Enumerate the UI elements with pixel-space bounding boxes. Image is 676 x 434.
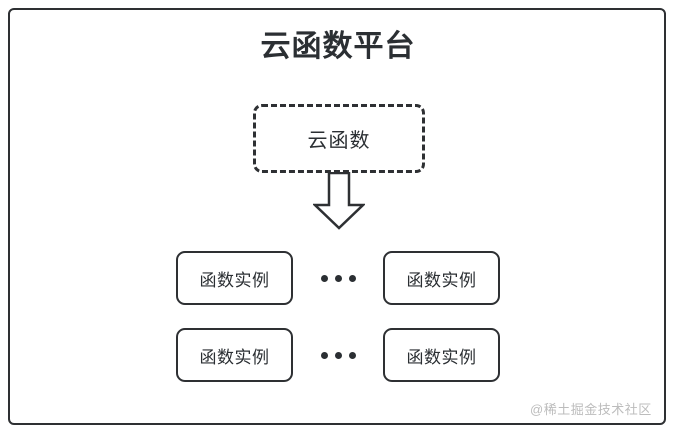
ellipsis-dot [334, 351, 342, 359]
function-instance-label: 函数实例 [406, 347, 477, 367]
ellipsis-dot [334, 274, 342, 282]
cloud-function-label: 云函数 [307, 130, 371, 152]
instance-row: 函数实例 函数实例 [176, 251, 500, 305]
ellipsis-dot [348, 351, 356, 359]
ellipsis-dot [320, 274, 328, 282]
function-instance-box: 函数实例 [176, 328, 293, 382]
page-title: 云函数平台 [260, 30, 416, 63]
ellipsis-dot [348, 274, 356, 282]
function-instance-box: 函数实例 [383, 251, 500, 305]
function-instance-box: 函数实例 [176, 251, 293, 305]
watermark: @稀土掘金技术社区 [530, 402, 652, 417]
ellipsis-icon [308, 328, 368, 382]
function-instance-label: 函数实例 [199, 270, 270, 290]
instance-row: 函数实例 函数实例 [176, 328, 500, 382]
function-instance-label: 函数实例 [199, 347, 270, 367]
cloud-function-node: 云函数 [253, 104, 425, 173]
ellipsis-dot [320, 351, 328, 359]
down-block-arrow-icon [311, 171, 367, 230]
function-instance-box: 函数实例 [383, 328, 500, 382]
ellipsis-icon [308, 251, 368, 305]
function-instance-label: 函数实例 [406, 270, 477, 290]
